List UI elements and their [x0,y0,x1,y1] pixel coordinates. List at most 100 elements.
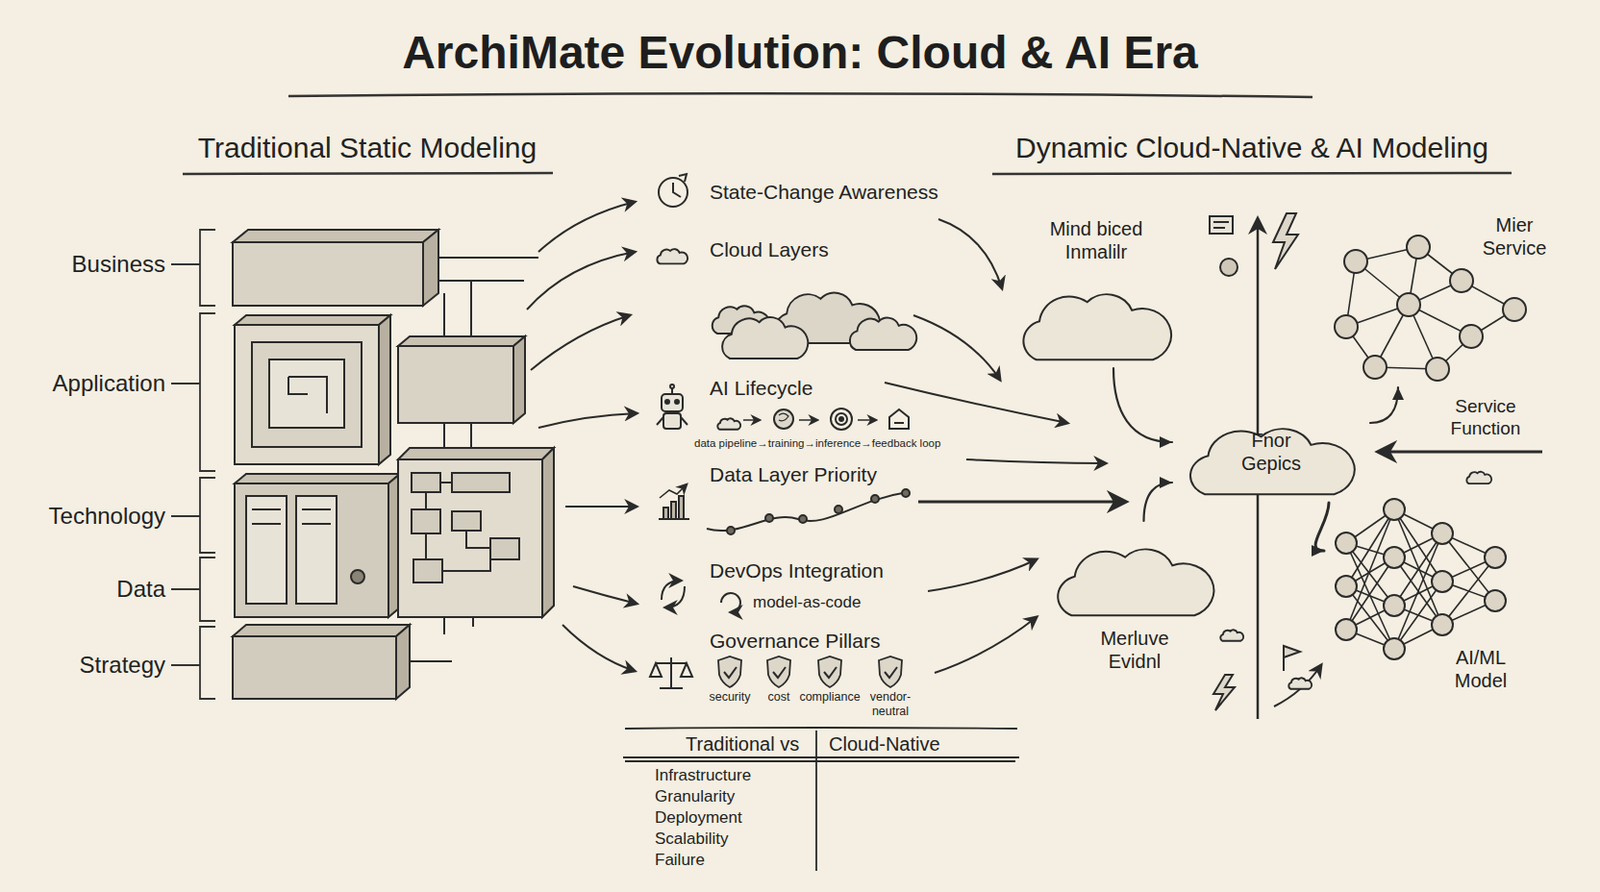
flag-icon [1283,646,1300,672]
bracket [171,313,216,472]
comparison-table [623,727,1020,872]
pipeline-icon [717,418,741,429]
mini-box [411,473,441,493]
data-dot [726,526,735,535]
table-rule [623,757,1020,762]
layer-label: Application [52,370,166,399]
clock-hands [673,174,687,198]
mini-box [490,538,520,560]
pillar-label: compliance [799,690,860,705]
section-heading: Traditional Static Modeling [198,130,537,166]
server-panel [246,496,287,604]
mini-box [451,511,481,531]
box-face [234,474,400,484]
underlines [182,93,1512,175]
flow-arrow [530,315,630,371]
shield-icon [718,656,742,688]
bracket [171,557,216,622]
connector [1144,476,1174,522]
cloud-sketch [722,317,808,359]
node-label: Merluve Evidnl [1081,626,1188,674]
box-face [542,448,554,618]
layer-label: Strategy [79,651,166,680]
table-cell: Scalability [654,829,729,850]
pillar-label: security [708,690,750,705]
box-face [378,315,391,465]
cloud-outline [1175,403,1368,500]
connector-line [1144,482,1174,522]
flow-arrow [538,201,635,252]
box-face [513,336,525,424]
connector-line [1113,368,1173,443]
table-divider [815,730,818,872]
concept-label: Cloud Layers [709,237,829,262]
network-dot [1484,547,1506,569]
flow-arrow [565,505,637,508]
flow-arrow [562,625,635,672]
pipeline-steps: data pipeline→training→inference→feedbac… [694,437,941,451]
arrow-head [1392,387,1404,400]
table-header: Cloud-Native [828,732,941,756]
network-dot [1383,547,1405,569]
bracket [171,626,216,700]
data-dot [834,505,843,514]
node-label: Mind biced Inmalilr [1033,217,1159,264]
lightning-icon [1213,675,1235,711]
layer-label: Business [72,250,166,279]
scale-icon [650,657,693,689]
network-dot [1383,638,1405,660]
cloud-icon [1466,472,1492,484]
application-box [398,346,514,424]
data-dot [901,489,910,498]
bracket [171,229,216,306]
cloud-shape [1023,294,1172,360]
table-cell: Infrastructure [654,766,751,786]
network-dot [1502,298,1526,322]
network-dot [1425,357,1450,381]
network-link [1394,581,1443,650]
diagram-title: ArchiMate Evolution: Cloud & AI Era [401,25,1199,81]
flow-arrow [966,459,1106,464]
node-label: Mier Service [1475,213,1553,260]
box-face [398,336,525,347]
layer-brackets [171,229,216,700]
strategy-box [232,636,397,700]
connector-line [1315,502,1329,551]
step-arrow [857,419,876,422]
lightning-icon [1273,213,1299,270]
table-cell: Failure [654,850,705,871]
chart-bar [663,507,669,520]
flow-arrow [927,559,1037,592]
network-node: AI/ML Model [1326,490,1520,693]
table-rule [625,727,1018,729]
pillar-label: cost [768,690,791,705]
network-dot [1431,523,1453,545]
devops-icon [665,586,685,608]
network-dot [1450,269,1474,293]
cloud-icon [656,249,688,264]
layer-label: Data [116,575,166,604]
network-dot [1383,595,1405,617]
node-label: AI/ML Model [1442,646,1520,693]
chart-bar [671,501,676,520]
layer-boxes [232,229,554,700]
node-label: Fnor Gepics [1227,428,1315,475]
step-arrow [799,419,818,422]
cloud-icon [1288,677,1312,689]
bracket [171,477,216,553]
robot-eye [675,400,679,404]
arrow-head [1311,545,1325,557]
section-heading: Dynamic Cloud-Native & AI Modeling [1015,130,1489,166]
connector-line [1370,387,1399,424]
cloud-outline [1043,524,1226,622]
callout-label: Service Function [1442,396,1529,441]
box-face [232,625,410,637]
cloud-outline [1009,269,1183,366]
shield-icon [818,656,842,688]
target-icon [830,408,852,430]
cloud-node: Mind biced Inmalilr [1009,217,1183,366]
network-dot [1431,614,1453,636]
robot-antenna [670,384,675,389]
network-dot [1363,355,1387,379]
